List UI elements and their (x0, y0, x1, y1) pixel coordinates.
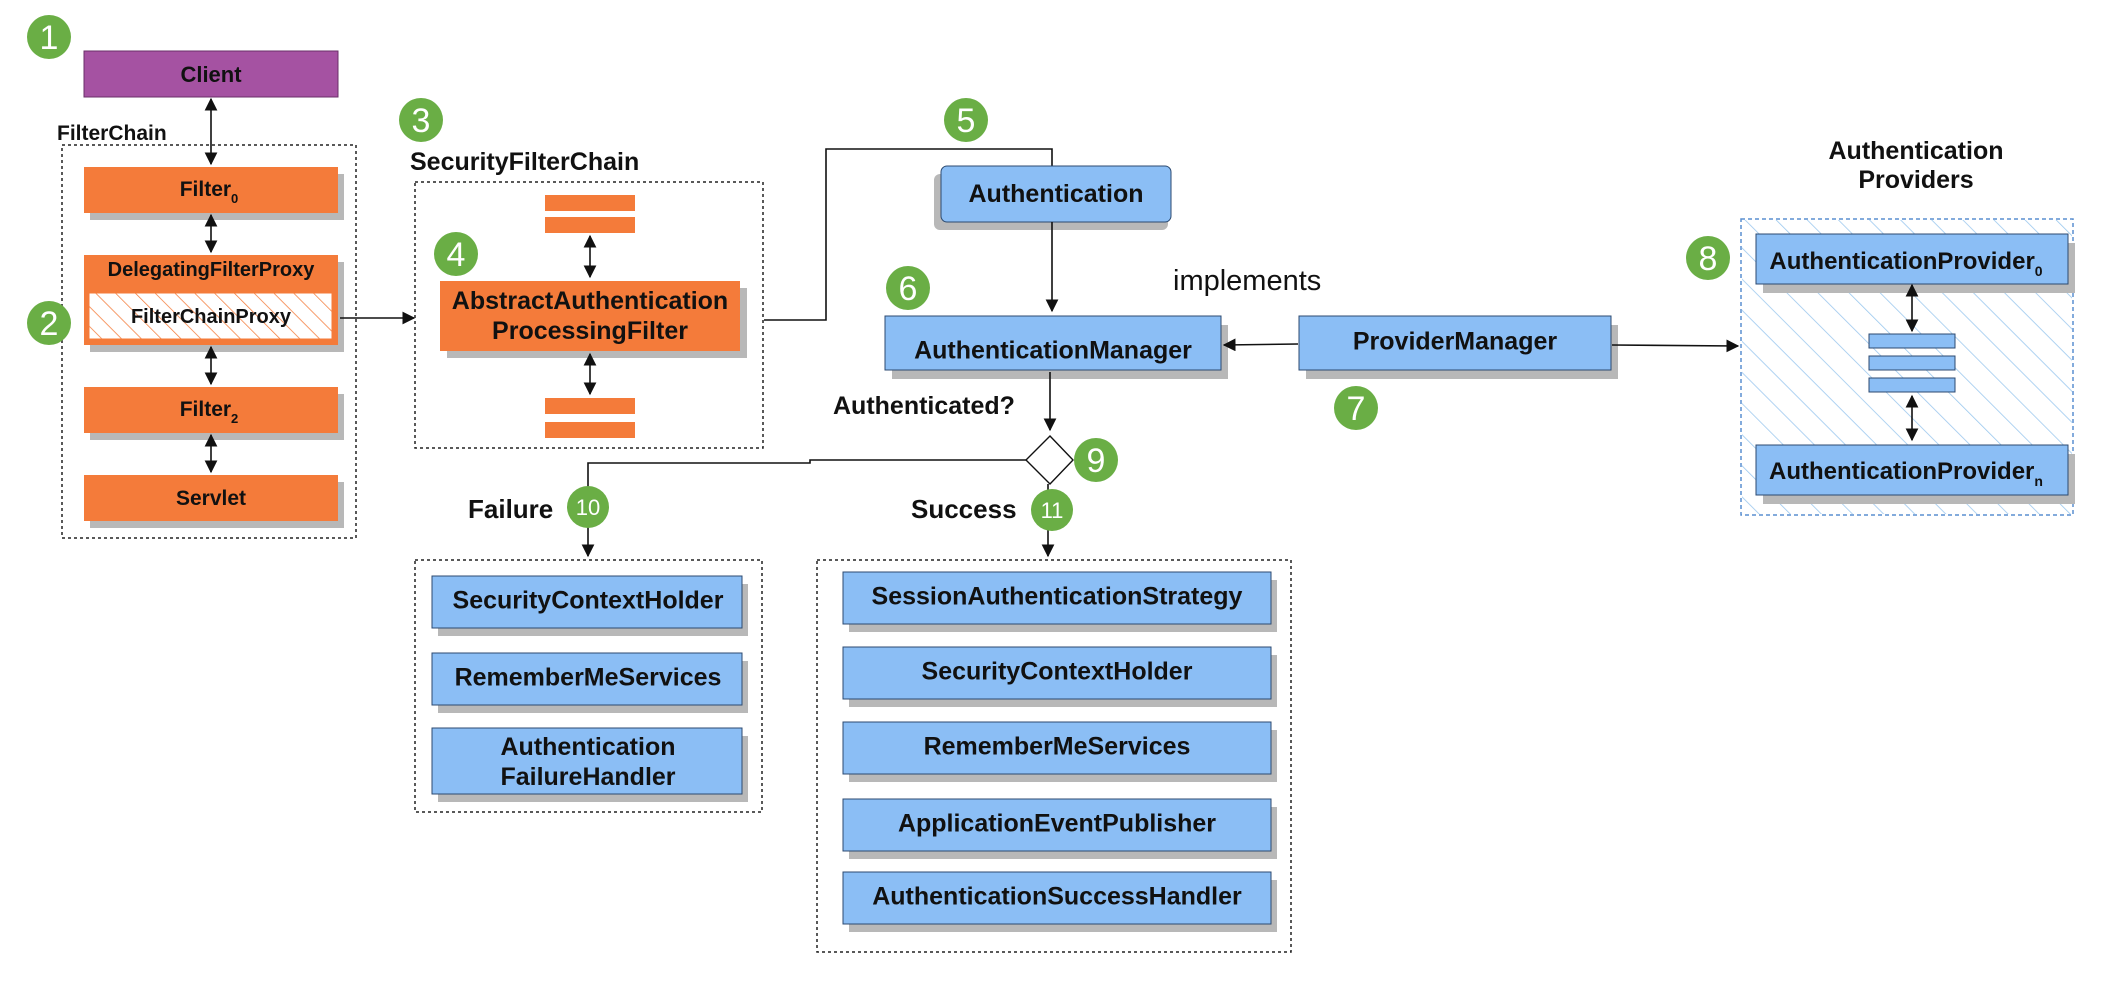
step-badge-10: 10 (567, 486, 609, 528)
providermanager-to-providers-arrow (1611, 339, 1740, 353)
provider-stub-2 (1868, 355, 1956, 371)
success-securitycontextholder-box: SecurityContextHolder (842, 646, 1277, 707)
authentication-box: Authentication (934, 165, 1172, 230)
step-badge-text: 6 (899, 270, 918, 308)
filter2-label: Filter2 (180, 398, 239, 426)
step-badge-text: 4 (447, 236, 466, 274)
filter-stub-top-1 (545, 195, 635, 211)
providermanager-implements-arrow (1222, 338, 1299, 352)
authentication-provider-0-label: AuthenticationProvider0 (1769, 248, 2042, 278)
authentication-provider-n-box: AuthenticationProvidern (1755, 444, 2075, 504)
providers-title-line2: Providers (1858, 166, 1973, 194)
filter-stub-top-2 (545, 217, 635, 233)
authentication-manager-label: AuthenticationManager (914, 337, 1192, 365)
step-badge-1: 1 (27, 15, 71, 59)
success-item-label: ApplicationEventPublisher (898, 810, 1216, 838)
authentication-provider-n-label: AuthenticationProvidern (1769, 458, 2043, 488)
step-badge-6: 6 (886, 266, 930, 310)
servlet-box: Servlet (84, 475, 344, 528)
securityfilterchain-label: SecurityFilterChain (410, 148, 639, 176)
provider-manager-label: ProviderManager (1353, 328, 1558, 356)
step-badge-text: 5 (957, 102, 976, 140)
failure-item-label: SecurityContextHolder (453, 587, 724, 615)
failure-securitycontextholder-box: SecurityContextHolder (431, 575, 748, 636)
step-badge-5: 5 (944, 98, 988, 142)
authentication-provider-0-box: AuthenticationProvider0 (1755, 233, 2075, 293)
step-badge-8: 8 (1686, 236, 1730, 280)
step-badge-text: 3 (412, 102, 431, 140)
delegating-filter-proxy-box: DelegatingFilterProxy FilterChainProxy (84, 255, 344, 352)
step-badge-text: 10 (576, 495, 600, 520)
filter-chain-proxy-label: FilterChainProxy (131, 306, 292, 328)
failure-label: Failure (468, 494, 553, 524)
success-item-label: SessionAuthenticationStrategy (872, 583, 1243, 611)
authentication-manager-box: AuthenticationManager (884, 315, 1228, 379)
step-badge-text: 8 (1699, 240, 1718, 278)
filter0-label: Filter0 (180, 178, 239, 206)
step-badge-text: 11 (1041, 498, 1064, 523)
failure-handler-line1: Authentication (501, 733, 676, 761)
abstract-auth-filter-line2: ProcessingFilter (492, 317, 688, 345)
success-session-auth-strategy-box: SessionAuthenticationStrategy (842, 571, 1277, 632)
client-box: Client (83, 50, 339, 98)
step-badge-3: 3 (399, 98, 443, 142)
success-item-label: SecurityContextHolder (922, 658, 1193, 686)
decision-diamond (1025, 434, 1074, 486)
provider-stub-1 (1868, 333, 1956, 349)
filter2-box: Filter2 (84, 387, 344, 440)
success-item-label: RememberMeServices (924, 733, 1191, 761)
success-handler-box: AuthenticationSuccessHandler (842, 871, 1277, 932)
step-badge-2: 2 (27, 301, 71, 345)
step-badge-9: 9 (1074, 438, 1118, 482)
filterchain-label: FilterChain (57, 122, 167, 145)
servlet-label: Servlet (176, 487, 246, 510)
filter-stub-bottom-2 (545, 422, 635, 438)
authentication-failure-handler-box: Authentication FailureHandler (431, 727, 748, 802)
step-badge-11: 11 (1031, 489, 1073, 531)
provider-stub-3 (1868, 377, 1956, 393)
implements-label: implements (1173, 265, 1321, 297)
failure-handler-line2: FailureHandler (500, 763, 675, 791)
success-label: Success (911, 494, 1017, 524)
providers-title-line1: Authentication (1829, 137, 2004, 165)
step-badge-7: 7 (1334, 386, 1378, 430)
failure-remembermeservices-box: RememberMeServices (431, 652, 748, 713)
abstract-auth-filter-box: AbstractAuthentication ProcessingFilter (440, 281, 747, 358)
authenticated-question-label: Authenticated? (833, 392, 1015, 420)
success-item-label: AuthenticationSuccessHandler (872, 883, 1242, 911)
step-badge-text: 7 (1347, 390, 1366, 428)
step-badge-4: 4 (434, 232, 478, 276)
step-badge-text: 2 (40, 305, 59, 343)
delegating-filter-proxy-label: DelegatingFilterProxy (108, 259, 316, 281)
securityfilterchain-container (414, 181, 764, 449)
success-container (816, 559, 1292, 953)
failure-item-label: RememberMeServices (455, 664, 722, 692)
step-badge-text: 1 (40, 19, 59, 57)
filter-stub-bottom-1 (545, 398, 635, 414)
success-app-event-publisher-box: ApplicationEventPublisher (842, 798, 1277, 859)
client-label: Client (180, 62, 242, 87)
success-remembermeservices-box: RememberMeServices (842, 721, 1277, 782)
step-badge-text: 9 (1087, 442, 1106, 480)
abstract-auth-filter-line1: AbstractAuthentication (452, 287, 728, 315)
authentication-label: Authentication (969, 180, 1144, 208)
provider-manager-box: ProviderManager (1298, 315, 1618, 379)
filter0-box: Filter0 (84, 167, 344, 220)
